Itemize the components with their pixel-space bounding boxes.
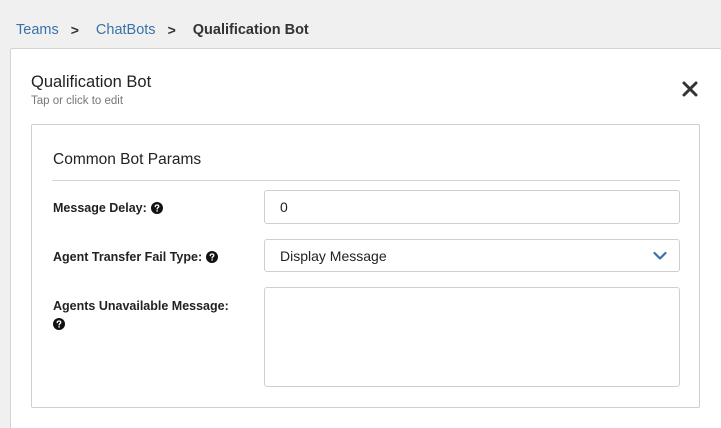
breadcrumb: Teams > ChatBots > Qualification Bot <box>16 21 309 39</box>
question-circle-icon[interactable] <box>53 318 65 330</box>
panel-subtitle: Tap or click to edit <box>31 95 124 107</box>
breadcrumb-separator: > <box>167 22 176 38</box>
message-delay-input[interactable]: 0 <box>264 190 680 224</box>
section-divider <box>52 180 680 181</box>
section-title: Common Bot Params <box>53 151 202 168</box>
breadcrumb-chatbots-link[interactable]: ChatBots <box>95 22 156 38</box>
question-circle-icon[interactable] <box>150 202 163 214</box>
agents-unavailable-message-label: Agents Unavailable Message: <box>53 299 229 313</box>
agent-transfer-fail-type-value: Display Message <box>280 247 387 264</box>
breadcrumb-teams-link[interactable]: Teams <box>16 22 59 38</box>
message-delay-label-text: Message Delay: <box>53 201 147 215</box>
breadcrumb-separator: > <box>70 22 79 38</box>
question-circle-icon[interactable] <box>206 251 219 263</box>
agents-unavailable-message-textarea[interactable] <box>264 287 680 387</box>
message-delay-value: 0 <box>280 199 288 215</box>
panel-title[interactable]: Qualification Bot <box>31 73 152 91</box>
agents-unavailable-message-label-text: Agents Unavailable Message: <box>53 299 229 313</box>
message-delay-label: Message Delay: <box>53 201 163 215</box>
bot-panel: Qualification Bot Tap or click to edit C… <box>10 48 721 428</box>
agent-transfer-fail-type-select[interactable]: Display Message <box>264 239 680 272</box>
agent-transfer-fail-type-label: Agent Transfer Fail Type: <box>53 250 219 264</box>
close-icon <box>680 79 700 99</box>
common-bot-params-card: Common Bot Params Message Delay: 0 Agent… <box>31 124 700 408</box>
chevron-down-icon <box>653 251 667 261</box>
close-button[interactable] <box>680 79 700 99</box>
breadcrumb-current: Qualification Bot <box>192 22 309 38</box>
agent-transfer-fail-type-label-text: Agent Transfer Fail Type: <box>53 250 203 264</box>
